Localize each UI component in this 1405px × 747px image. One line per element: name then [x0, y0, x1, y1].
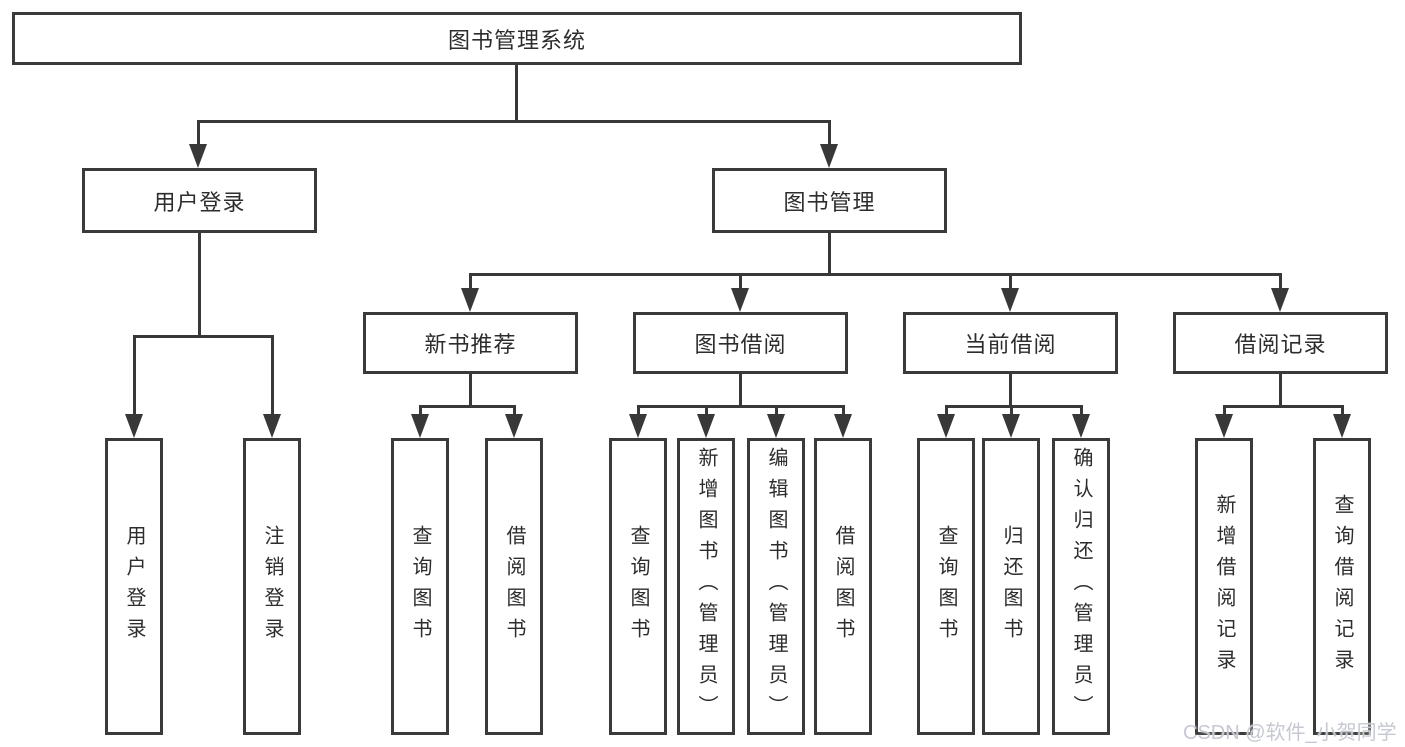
arrowhead-icon — [505, 414, 523, 438]
node-current-borrow: 当前借阅 — [903, 312, 1118, 374]
leaf-borrow-books-borrow: 借阅图书 — [814, 438, 872, 735]
connector-stub — [419, 405, 422, 416]
connector-book-management-down — [828, 233, 831, 275]
node-new-book-recommend: 新书推荐 — [363, 312, 578, 374]
connector-stub — [705, 405, 708, 416]
node-new-book-recommend-label: 新书推荐 — [424, 332, 517, 357]
arrowhead-icon — [125, 414, 143, 438]
connector-stub-leaf-user-login — [133, 335, 136, 416]
arrowhead-icon — [1072, 414, 1090, 438]
connector-stub — [1010, 405, 1013, 416]
connector-borrow-rail — [637, 405, 845, 408]
leaf-confirm-return-admin-label: 确认归还（管理员） — [1070, 447, 1092, 726]
leaf-user-login: 用户登录 — [105, 438, 163, 735]
connector-stub — [1341, 405, 1344, 416]
connector-level3-rail — [469, 273, 1282, 276]
leaf-query-books-recommend: 查询图书 — [391, 438, 449, 735]
node-user-login-label: 用户登录 — [153, 189, 246, 215]
arrowhead-icon — [263, 414, 281, 438]
node-book-borrow-label: 图书借阅 — [694, 332, 787, 357]
connector-stub — [945, 405, 948, 416]
arrowhead-icon — [1001, 288, 1019, 312]
node-root-label: 图书管理系统 — [447, 27, 586, 53]
node-root-system: 图书管理系统 — [12, 12, 1022, 65]
arrowhead-icon — [1333, 414, 1351, 438]
leaf-borrow-books-recommend-label: 借阅图书 — [503, 524, 525, 649]
connector-current-rail — [945, 405, 1083, 408]
arrowhead-icon — [697, 414, 715, 438]
connector-stub-leaf-logout — [271, 335, 274, 416]
leaf-query-books-current: 查询图书 — [917, 438, 975, 735]
arrowhead-icon — [937, 414, 955, 438]
leaf-query-books-borrow-label: 查询图书 — [627, 524, 649, 649]
connector-stub-borrow-records — [1279, 273, 1282, 290]
arrowhead-icon — [820, 144, 838, 168]
leaf-return-book-label: 归还图书 — [1000, 524, 1022, 649]
leaf-add-book-admin-label: 新增图书（管理员） — [695, 447, 717, 726]
arrowhead-icon — [411, 414, 429, 438]
leaf-query-borrow-record-label: 查询借阅记录 — [1331, 493, 1353, 680]
arrowhead-icon — [834, 414, 852, 438]
leaf-query-borrow-record: 查询借阅记录 — [1313, 438, 1371, 735]
arrowhead-icon — [767, 414, 785, 438]
connector-stub — [637, 405, 640, 416]
leaf-edit-book-admin: 编辑图书（管理员） — [747, 438, 805, 735]
node-current-borrow-label: 当前借阅 — [964, 332, 1057, 357]
connector-level2-rail — [197, 120, 831, 123]
arrowhead-icon — [731, 288, 749, 312]
connector-stub — [842, 405, 845, 416]
connector-stub — [513, 405, 516, 416]
connector-stub-user-login — [197, 120, 200, 148]
connector-records-down — [1279, 374, 1282, 407]
connector-stub-new-book-recommend — [469, 273, 472, 290]
node-user-login: 用户登录 — [82, 168, 317, 233]
leaf-add-borrow-record-label: 新增借阅记录 — [1213, 493, 1235, 680]
leaf-query-books-recommend-label: 查询图书 — [409, 524, 431, 649]
csdn-watermark: CSDN @软件_小贺同学 — [1183, 722, 1397, 744]
node-book-management: 图书管理 — [712, 168, 947, 233]
node-borrow-records-label: 借阅记录 — [1234, 332, 1327, 357]
leaf-borrow-books-recommend: 借阅图书 — [485, 438, 543, 735]
leaf-user-login-label: 用户登录 — [123, 524, 145, 649]
node-book-management-label: 图书管理 — [783, 189, 876, 215]
leaf-logout: 注销登录 — [243, 438, 301, 735]
connector-stub-book-borrow — [739, 273, 742, 290]
arrowhead-icon — [1002, 414, 1020, 438]
connector-stub — [1080, 405, 1083, 416]
leaf-query-books-current-label: 查询图书 — [935, 524, 957, 649]
arrowhead-icon — [629, 414, 647, 438]
arrowhead-icon — [461, 288, 479, 312]
connector-current-down — [1009, 374, 1012, 407]
leaf-borrow-books-borrow-label: 借阅图书 — [832, 524, 854, 649]
connector-root-down — [515, 65, 518, 122]
arrowhead-icon — [1271, 288, 1289, 312]
connector-stub-book-management — [828, 120, 831, 148]
connector-user-login-down — [198, 233, 201, 337]
node-borrow-records: 借阅记录 — [1173, 312, 1388, 374]
connector-user-login-rail — [133, 335, 274, 338]
connector-borrow-down — [739, 374, 742, 407]
arrowhead-icon — [189, 144, 207, 168]
leaf-add-borrow-record: 新增借阅记录 — [1195, 438, 1253, 735]
leaf-query-books-borrow: 查询图书 — [609, 438, 667, 735]
connector-recommend-rail — [419, 405, 516, 408]
leaf-return-book: 归还图书 — [982, 438, 1040, 735]
leaf-add-book-admin: 新增图书（管理员） — [677, 438, 735, 735]
arrowhead-icon — [1215, 414, 1233, 438]
leaf-edit-book-admin-label: 编辑图书（管理员） — [765, 447, 787, 726]
connector-records-rail — [1223, 405, 1344, 408]
connector-recommend-down — [469, 374, 472, 407]
leaf-confirm-return-admin: 确认归还（管理员） — [1052, 438, 1110, 735]
leaf-logout-label: 注销登录 — [261, 524, 283, 649]
node-book-borrow: 图书借阅 — [633, 312, 848, 374]
connector-stub — [775, 405, 778, 416]
connector-stub-current-borrow — [1009, 273, 1012, 290]
connector-stub — [1223, 405, 1226, 416]
